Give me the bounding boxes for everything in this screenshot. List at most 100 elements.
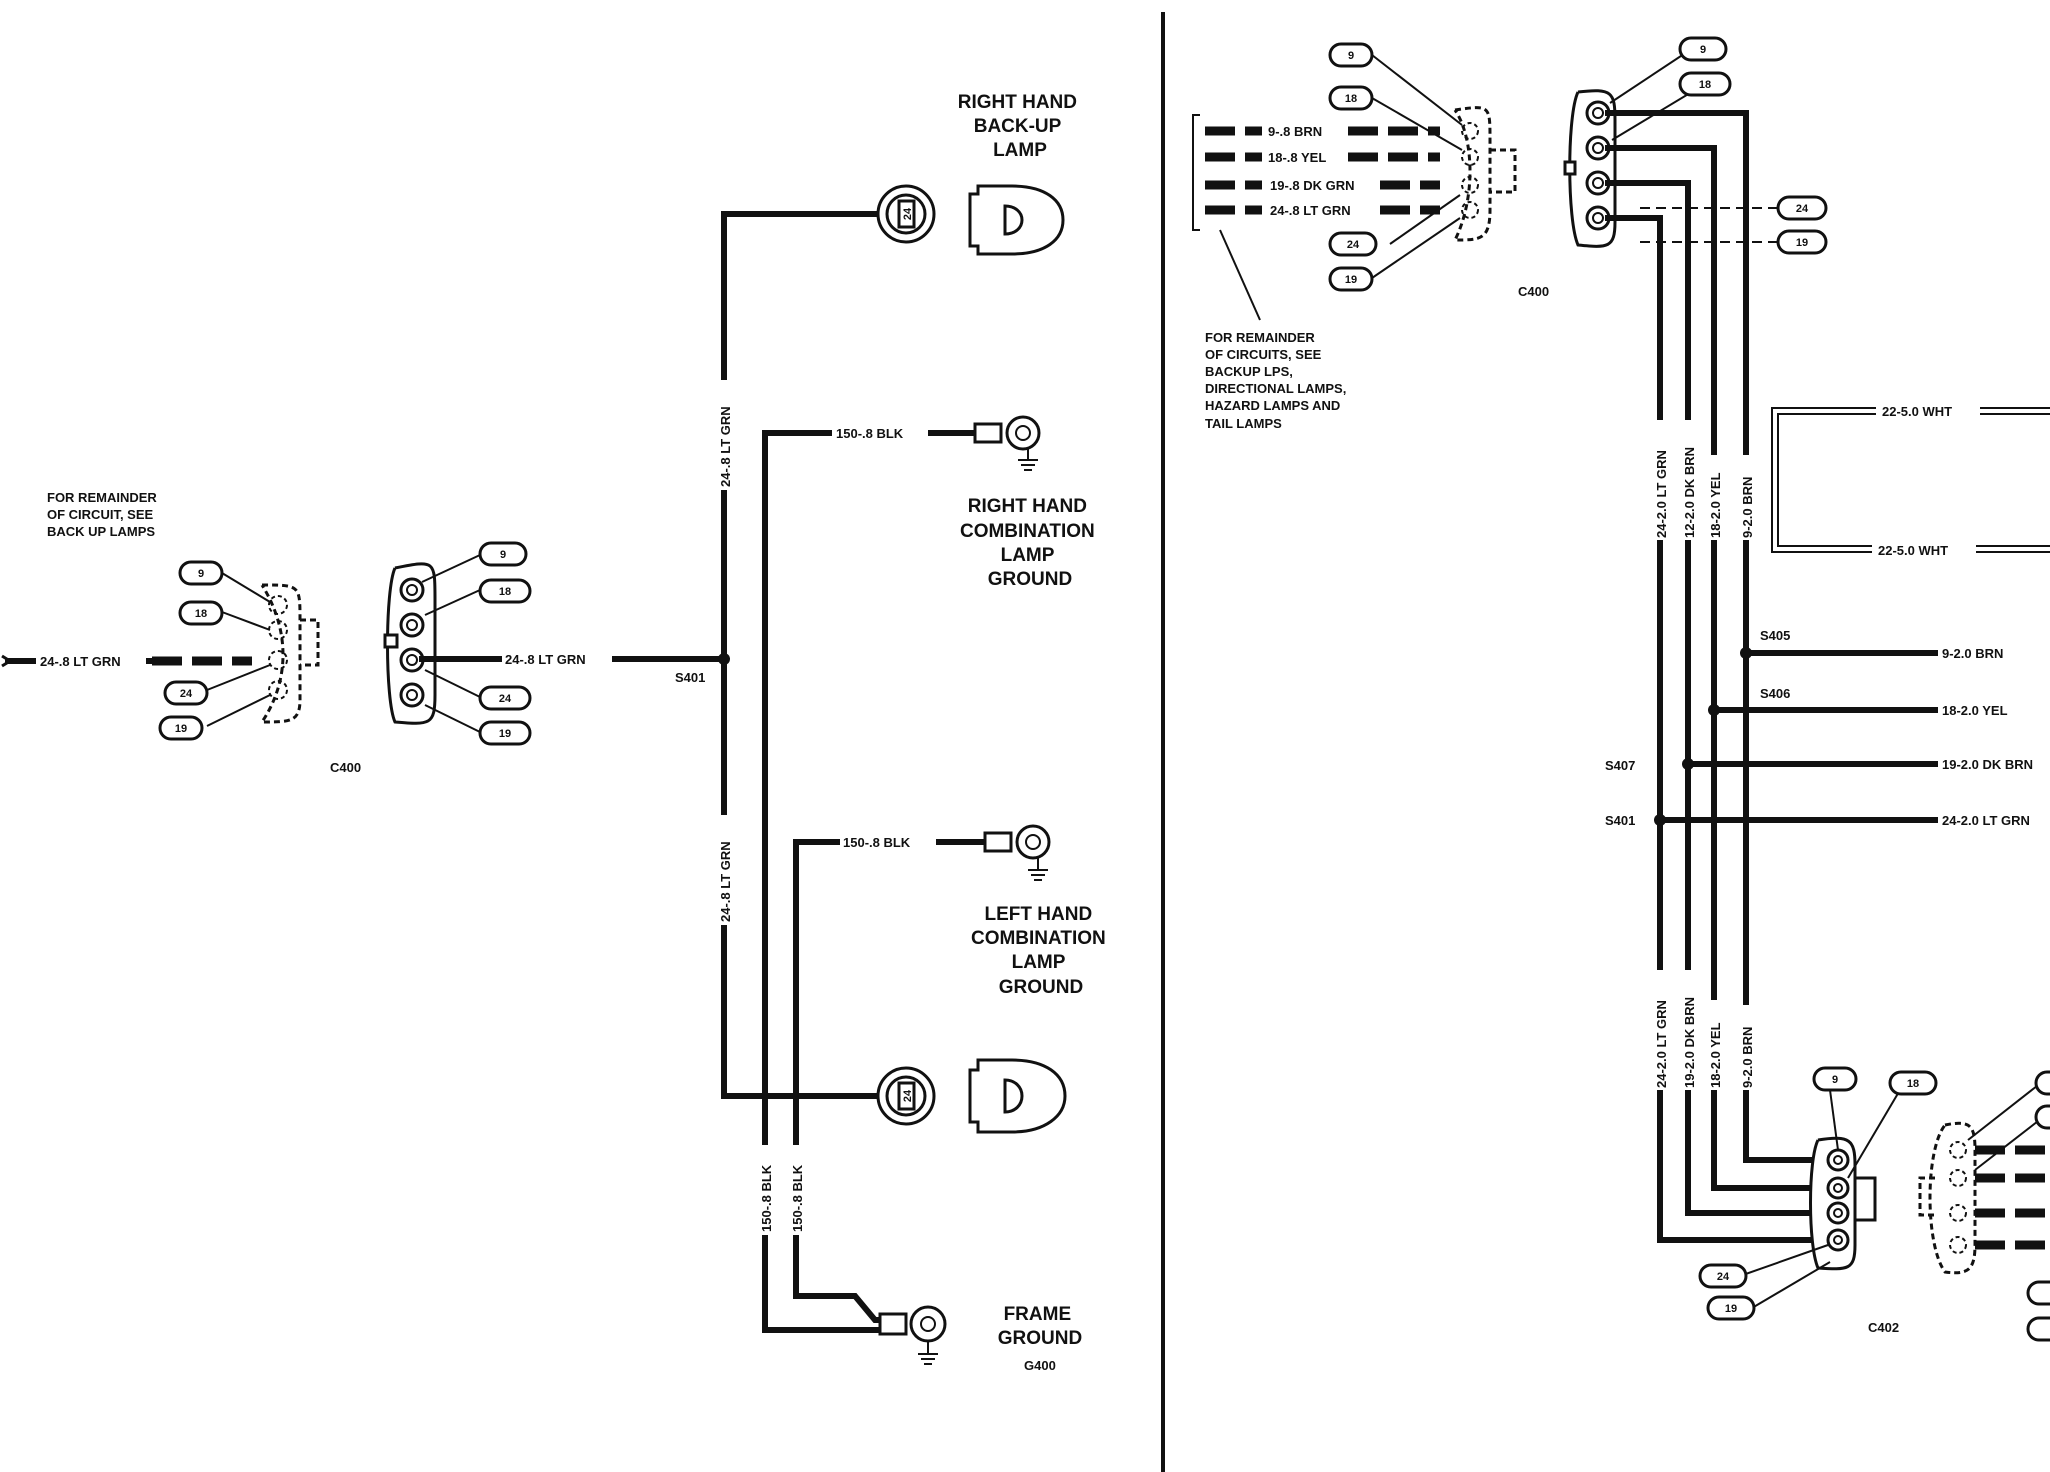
splice-label: S401	[1605, 813, 1635, 828]
wire-label-blk-v2: 150-.8 BLK	[790, 1164, 805, 1232]
vwire-label-lower: 19-2.0 DK BRN	[1682, 997, 1697, 1088]
pin-label: 19	[499, 728, 511, 740]
wire-9-brn	[1605, 110, 1847, 1163]
bracket	[1192, 114, 1200, 231]
pin-label: 24	[1796, 203, 1809, 215]
left-pins-b: 9 18 24 19	[421, 541, 532, 746]
bulb-icon	[968, 1058, 1067, 1134]
splice-label: S405	[1760, 628, 1790, 643]
vwire-label-lower: 9-2.0 BRN	[1740, 1027, 1755, 1088]
ground-terminal-rh	[973, 415, 1041, 471]
c402-pins: 9 18 24 19	[1698, 1066, 1938, 1321]
ground-terminal-lh	[983, 824, 1051, 881]
splice-label-s401: S401	[675, 670, 705, 685]
lamp-pin-label: 24	[902, 1089, 914, 1102]
splice-label: S407	[1605, 758, 1635, 773]
wire-label-blk-rh: 150-.8 BLK	[836, 426, 904, 441]
lh-backup-lamp-socket: 24	[876, 1066, 936, 1126]
vwire-label-lower: 18-2.0 YEL	[1708, 1022, 1723, 1088]
left-pins-a: 9 18 24 19	[158, 560, 271, 741]
hwire-label: 24-2.0 LT GRN	[1942, 813, 2030, 828]
left-note-line: BACK UP LAMPS	[47, 524, 155, 539]
c400-right-pins-a: 9 18 24 19	[1328, 42, 1463, 292]
hwire-label: 9-2.0 BRN	[1942, 646, 2003, 661]
splice-s407	[1682, 758, 1694, 770]
mating-connector-right	[1452, 106, 1517, 242]
connector-c400-left	[383, 562, 437, 725]
ground-terminal-frame	[878, 1305, 947, 1365]
title-rh-combo: RIGHT HAND COMBINATION LAMP GROUND	[960, 496, 1100, 590]
wire-wht-inner	[1777, 413, 2050, 547]
vwire-label-upper: 9-2.0 BRN	[1740, 477, 1755, 538]
pin-label: 18	[1345, 93, 1357, 105]
left-note: FOR REMAINDER OF CIRCUIT, SEE BACK UP LA…	[47, 490, 160, 539]
mating-connector-c402	[1918, 1070, 2050, 1342]
pin-label: 24	[180, 688, 193, 700]
mating-connector-left	[259, 583, 320, 724]
vwire-label-upper: 18-2.0 YEL	[1708, 472, 1723, 538]
splice-s401	[1654, 814, 1666, 826]
pin-label: 9	[1832, 1074, 1838, 1086]
arrow-icon	[1, 654, 13, 668]
pin-label: 19	[175, 723, 187, 735]
wire-label-c400: 19-.8 DK GRN	[1270, 178, 1355, 193]
wire-label-wht: 22-5.0 WHT	[1882, 404, 1952, 419]
wire-lt-grn-vertical	[721, 211, 893, 1099]
pin-label: 18	[499, 586, 511, 598]
lamp-pin-label: 24	[902, 207, 914, 220]
vwire-label-upper: 12-2.0 DK BRN	[1682, 447, 1697, 538]
note-leader	[1219, 229, 1261, 321]
wire-label-main-in: 24-.8 LT GRN	[40, 654, 121, 669]
title-rh-backup: RIGHT HAND BACK-UP LAMP	[958, 92, 1083, 161]
pin-label: 9	[198, 568, 204, 580]
pin-label: 19	[1345, 274, 1357, 286]
left-panel: FOR REMAINDER OF CIRCUIT, SEE BACK UP LA…	[1, 92, 1111, 1373]
rh-backup-lamp-socket: 24	[876, 184, 936, 244]
vwire-label-upper: 24-2.0 LT GRN	[1654, 450, 1669, 538]
wire-label-main-out: 24-.8 LT GRN	[505, 652, 586, 667]
pin-label: 9	[500, 549, 506, 561]
pin-label: 24	[1717, 1271, 1730, 1283]
wire-label-c400: 24-.8 LT GRN	[1270, 203, 1351, 218]
bulb-icon	[968, 184, 1065, 256]
hwire-label: 19-2.0 DK BRN	[1942, 757, 2033, 772]
pin-label: 9	[1348, 50, 1354, 62]
wire-24-lt-grn	[1605, 215, 1847, 1243]
splice-s405	[1740, 647, 1752, 659]
wire-19-dk-brn	[1605, 180, 1847, 1216]
splice-label: S406	[1760, 686, 1790, 701]
connector-c400-right	[1563, 89, 1617, 248]
wire-label-vert-lower: 24-.8 LT GRN	[718, 841, 733, 922]
pin-label: 18	[1907, 1078, 1919, 1090]
pin-label: 18	[195, 608, 207, 620]
right-note: FOR REMAINDER OF CIRCUITS, SEE BACKUP LP…	[1205, 330, 1350, 431]
hwire-label: 18-2.0 YEL	[1942, 703, 2008, 718]
wire-18-yel	[1605, 145, 1847, 1191]
splice-s406	[1708, 704, 1720, 716]
pin-label: 19	[1796, 237, 1808, 249]
wire-blk-v2	[793, 1277, 883, 1323]
right-panel: FOR REMAINDER OF CIRCUITS, SEE BACKUP LP…	[1192, 36, 2050, 1342]
wire-label-blk-v1: 150-.8 BLK	[759, 1164, 774, 1232]
pin-label: 19	[1725, 1303, 1737, 1315]
c400-wires: 9-.8 BRN 18-.8 YEL 19-.8 DK GRN 24-.8 LT…	[1205, 124, 1440, 218]
wire-label-wht: 22-5.0 WHT	[1878, 543, 1948, 558]
ground-label-g400: G400	[1024, 1358, 1056, 1373]
wire-label-c400: 9-.8 BRN	[1268, 124, 1322, 139]
wire-label-vert-upper: 24-.8 LT GRN	[718, 406, 733, 487]
pin-label: 24	[499, 693, 512, 705]
title-frame-ground: FRAME GROUND	[998, 1304, 1082, 1349]
connector-label-c400: C400	[330, 760, 361, 775]
connector-c402	[1809, 1136, 1877, 1271]
connector-label-c402: C402	[1868, 1320, 1899, 1335]
left-note-line: OF CIRCUIT, SEE	[47, 507, 154, 522]
left-note-line: FOR REMAINDER	[47, 490, 157, 505]
pin-label: 24	[1347, 239, 1360, 251]
wire-blk-lh	[793, 839, 985, 1283]
title-lh-combo: LEFT HAND COMBINATION LAMP GROUND	[971, 904, 1111, 998]
pin-label: 9	[1700, 44, 1706, 56]
connector-label-c400-right: C400	[1518, 284, 1549, 299]
vwire-label-lower: 24-2.0 LT GRN	[1654, 1000, 1669, 1088]
pin-label: 18	[1699, 79, 1711, 91]
